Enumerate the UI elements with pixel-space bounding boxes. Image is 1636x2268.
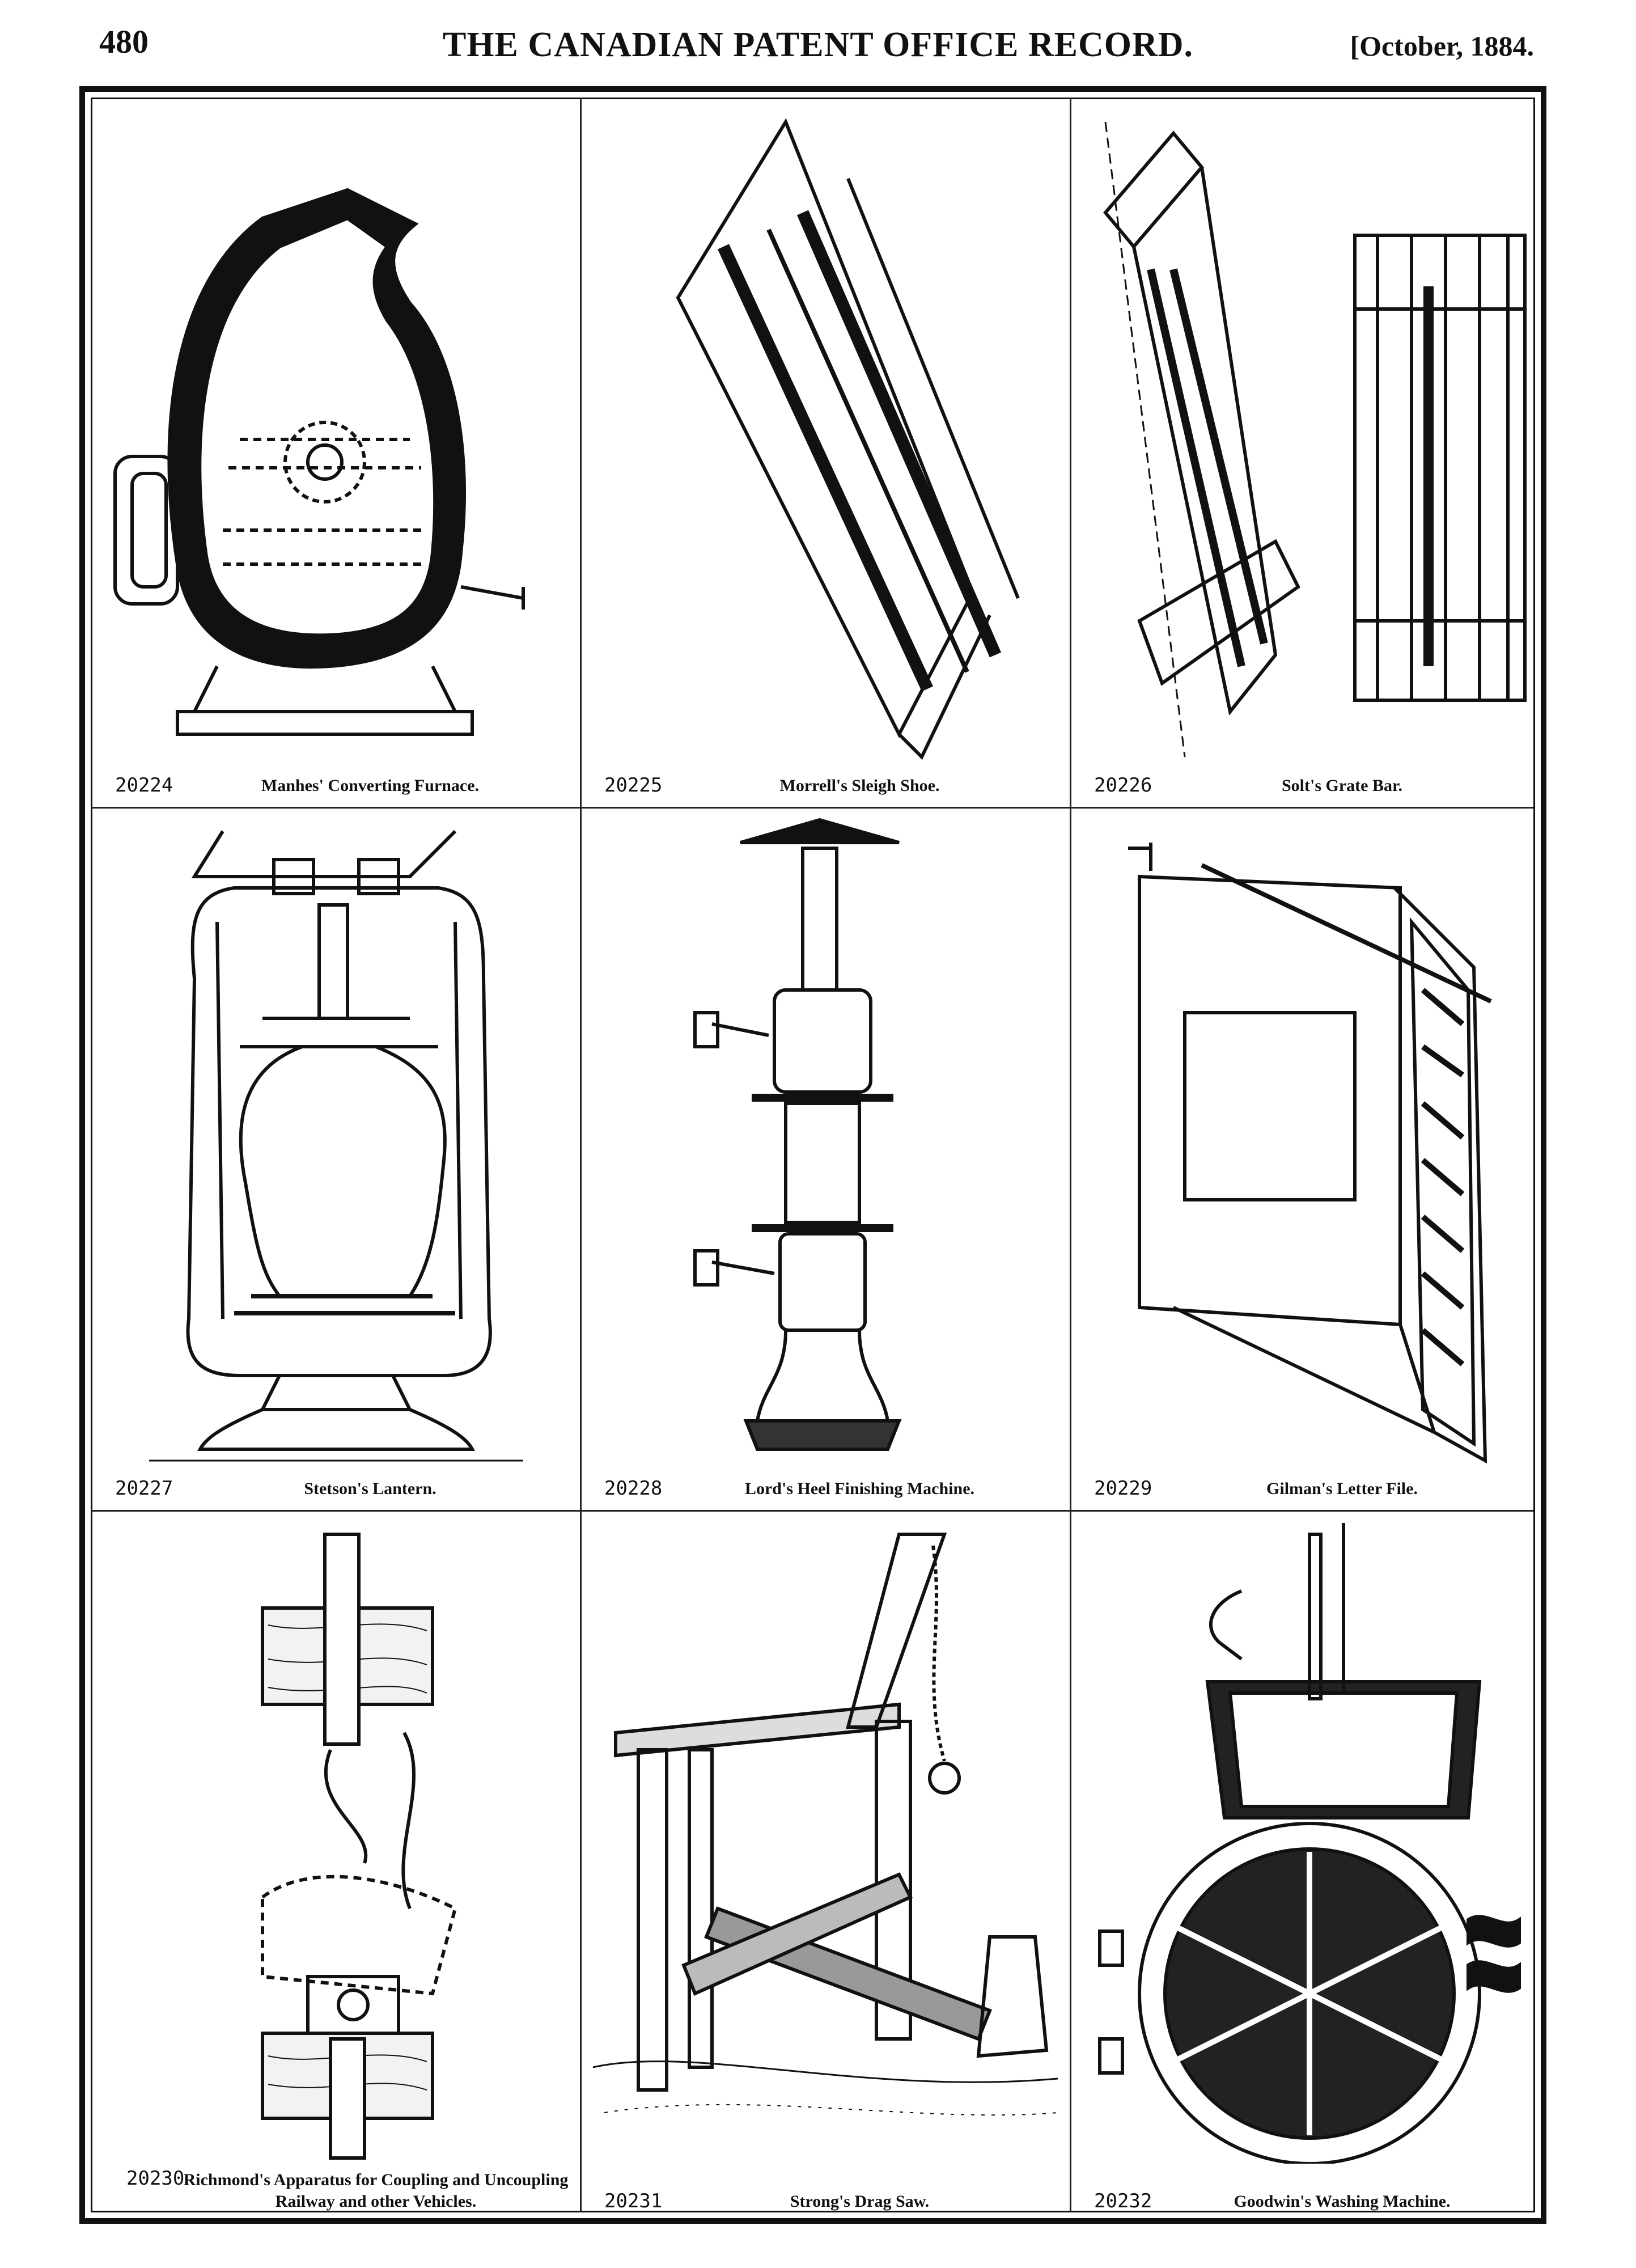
patent-number: 20229 (1094, 1477, 1152, 1500)
patent-number: 20228 (604, 1477, 663, 1500)
plate-caption: 20226 Solt's Grate Bar. (1094, 774, 1533, 797)
issue-date: [October, 1884. (1350, 30, 1535, 62)
drag-saw-icon (592, 1533, 1058, 2116)
plates-grid: 20224 Manhes' Converting Furnace. 20225 … (91, 98, 1535, 2212)
patent-number: 20232 (1094, 2190, 1152, 2212)
patent-title: Stetson's Lantern. (304, 1479, 436, 1498)
page-number: 480 (99, 23, 149, 60)
patent-title: Richmond's Apparatus for Coupling and Un… (183, 2170, 569, 2211)
plate-20226: 20226 Solt's Grate Bar. (1071, 99, 1545, 807)
grate-bar-icon (1103, 121, 1527, 758)
grid-divider (1070, 99, 1071, 2211)
plate-20232: 20232 Goodwin's Washing Machine. (1071, 1512, 1545, 2223)
heel-finishing-machine-icon (693, 818, 902, 1451)
patent-number: 20230 (126, 2167, 185, 2190)
patent-title: Lord's Heel Finishing Machine. (744, 1479, 975, 1498)
patent-title: Strong's Drag Saw. (790, 2192, 930, 2211)
plate-20225: 20225 Morrell's Sleigh Shoe. (582, 99, 1070, 807)
plates-frame: 20224 Manhes' Converting Furnace. 20225 … (79, 86, 1546, 2224)
patent-number: 20224 (115, 774, 173, 797)
plate-20224: 20224 Manhes' Converting Furnace. (92, 99, 580, 807)
plate-caption: 20225 Morrell's Sleigh Shoe. (604, 774, 1058, 797)
patent-number: 20231 (604, 2190, 663, 2212)
letter-file-icon (1128, 843, 1492, 1464)
page-header: 480 THE CANADIAN PATENT OFFICE RECORD. [… (0, 0, 1636, 91)
lantern-icon (149, 830, 523, 1462)
patent-title: Manhes' Converting Furnace. (261, 776, 480, 795)
plate-20229: 20229 Gilman's Letter File. (1071, 809, 1545, 1510)
coupling-apparatus-icon (261, 1533, 457, 2160)
sleigh-shoe-icon (676, 118, 1020, 760)
plate-caption: 20229 Gilman's Letter File. (1094, 1477, 1533, 1500)
patent-title: Solt's Grate Bar. (1281, 776, 1403, 795)
plate-caption: 20228 Lord's Heel Finishing Machine. (604, 1477, 1058, 1500)
plate-caption: 20224 Manhes' Converting Furnace. (115, 774, 569, 797)
plate-20227: 20227 Stetson's Lantern. (92, 809, 580, 1510)
patent-number: 20227 (115, 1477, 173, 1500)
patent-number: 20226 (1094, 774, 1152, 797)
grid-divider (580, 99, 582, 2211)
plate-20231: 20231 Strong's Drag Saw. (582, 1512, 1070, 2223)
plate-caption: 20232 Goodwin's Washing Machine. (1094, 2190, 1533, 2212)
page-title: THE CANADIAN PATENT OFFICE RECORD. (442, 26, 1194, 64)
patent-title: Goodwin's Washing Machine. (1234, 2192, 1451, 2211)
plate-caption: 20230 Richmond's Apparatus for Coupling … (126, 2167, 569, 2212)
plate-caption: 20227 Stetson's Lantern. (115, 1477, 569, 1500)
converting-furnace-icon (113, 188, 525, 736)
plate-20230: 20230 Richmond's Apparatus for Coupling … (92, 1512, 580, 2223)
patent-title: Morrell's Sleigh Shoe. (779, 776, 940, 795)
patent-title: Gilman's Letter File. (1266, 1479, 1418, 1498)
washing-machine-icon (1098, 1523, 1521, 2164)
plate-caption: 20231 Strong's Drag Saw. (604, 2190, 1058, 2212)
grid-divider (92, 1510, 1533, 1512)
grid-divider (92, 807, 1533, 809)
patent-number: 20225 (604, 774, 663, 797)
plate-20228: 20228 Lord's Heel Finishing Machine. (582, 809, 1070, 1510)
